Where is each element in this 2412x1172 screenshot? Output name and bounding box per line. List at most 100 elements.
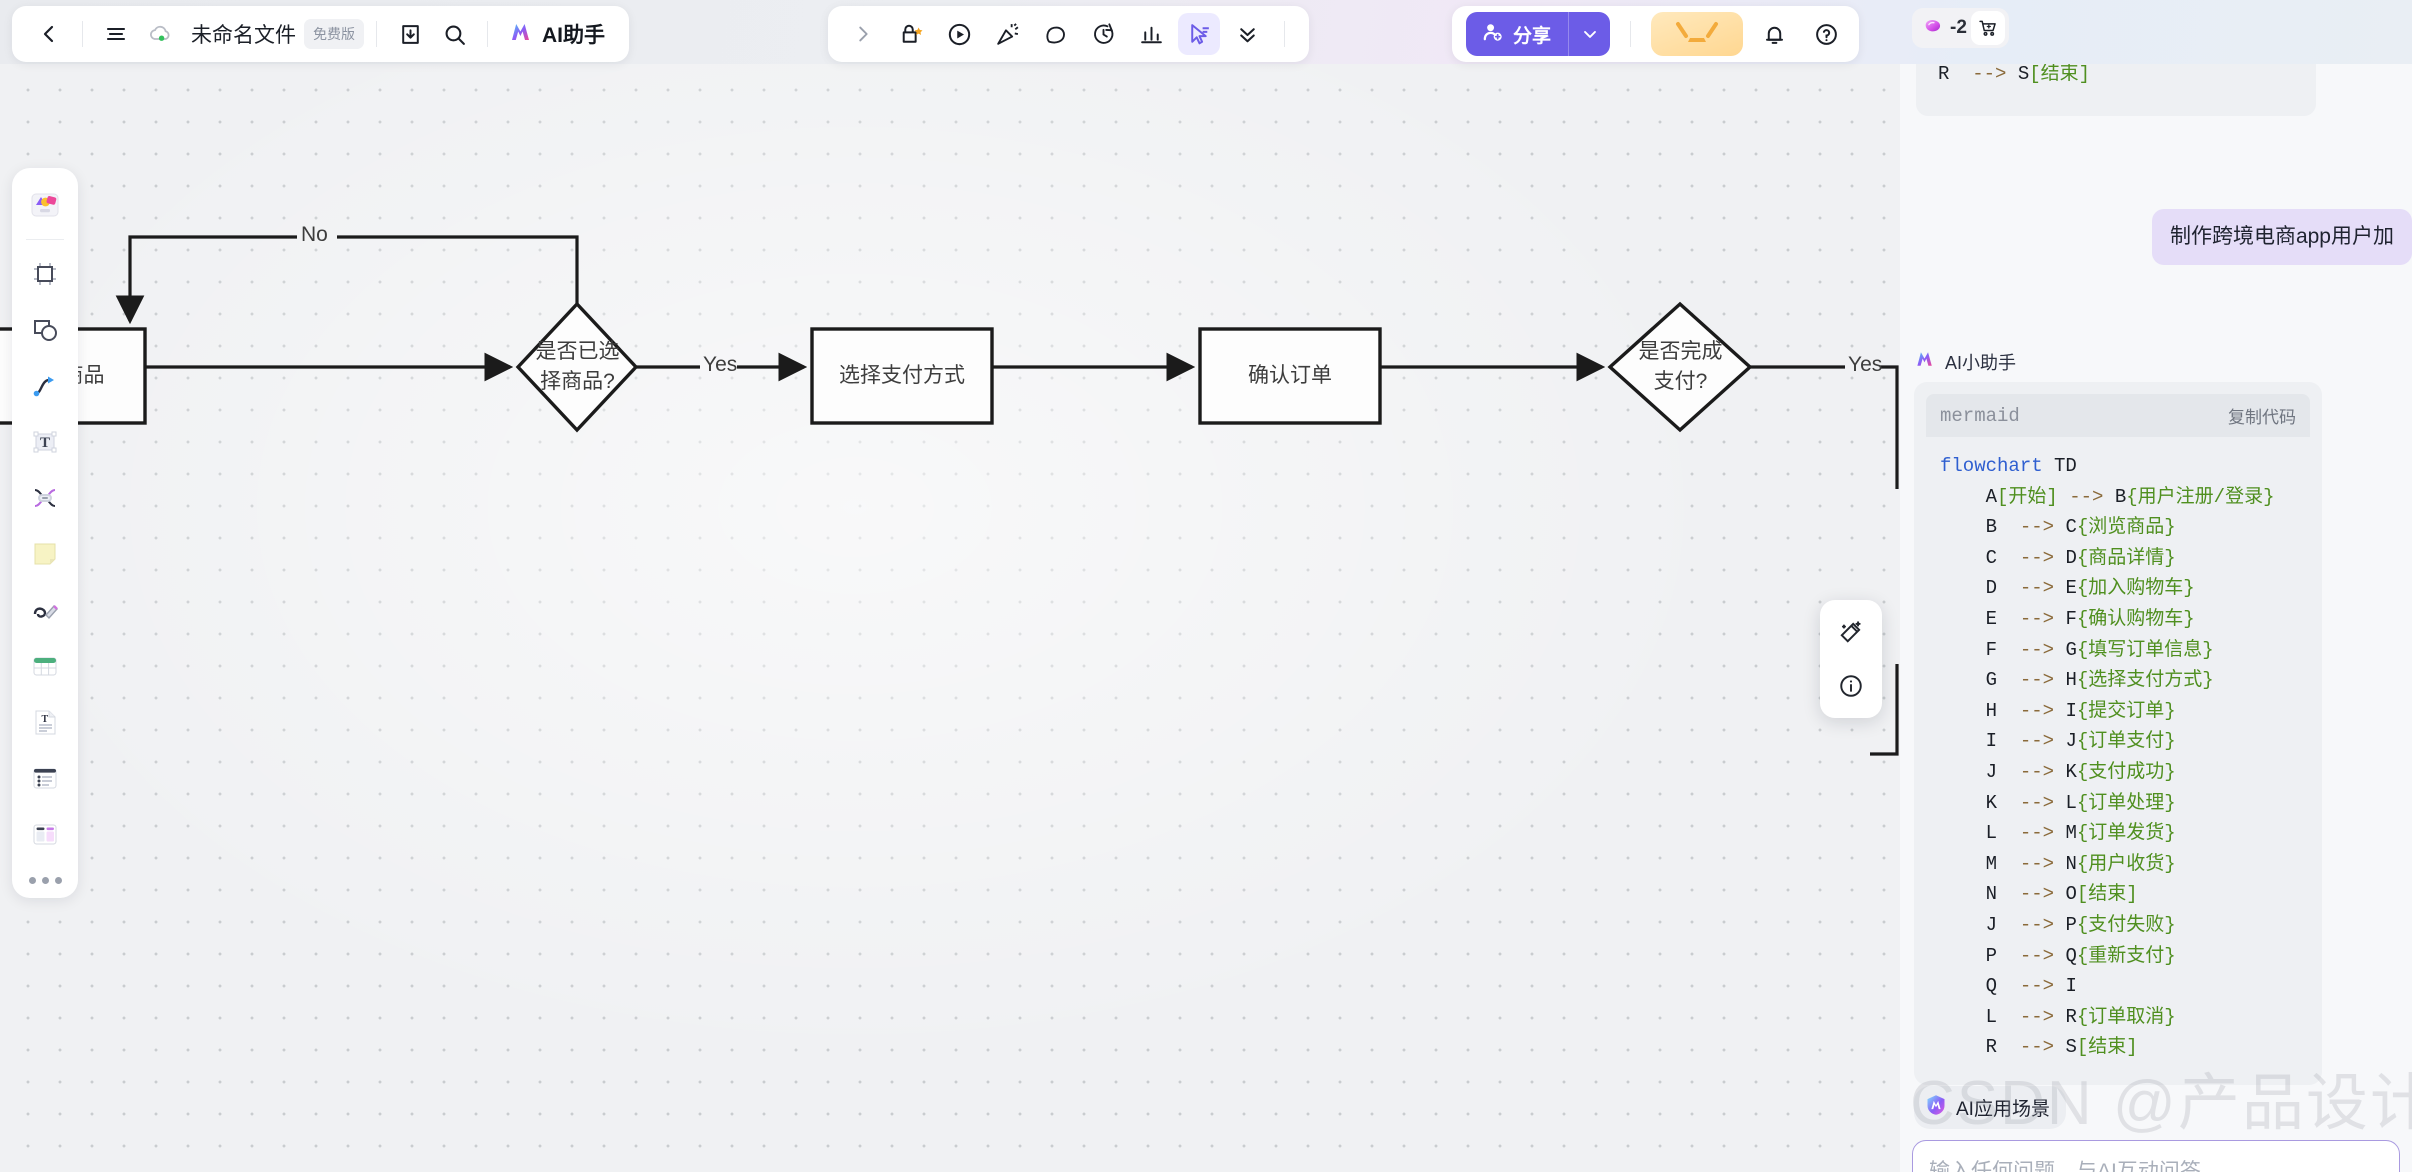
comment-icon[interactable] [1034, 13, 1076, 55]
svg-text:T: T [42, 714, 49, 725]
play-circle-icon[interactable] [938, 13, 980, 55]
code-line: H --> I{提交订单} [1985, 699, 2176, 722]
svg-text:T: T [40, 435, 50, 451]
ai-assistant-label: AI助手 [542, 24, 605, 47]
frame-icon[interactable] [20, 249, 70, 299]
ai-scene-chip[interactable]: AI应用场景 [1914, 1086, 2066, 1129]
code-line: E --> F{确认购物车} [1985, 607, 2195, 630]
code-language-label: mermaid [1940, 404, 2020, 427]
code-line: A[开始] --> B{用户注册/登录} [1985, 485, 2275, 508]
text-icon[interactable]: T [20, 417, 70, 467]
vote-chart-icon[interactable] [1130, 13, 1172, 55]
document-title[interactable]: 未命名文件 [191, 24, 296, 47]
user-add-icon [1481, 20, 1504, 48]
pen-icon[interactable] [20, 585, 70, 635]
chat-input-placeholder[interactable]: 输入任何问题，与AI互动问答 [1929, 1160, 2201, 1172]
ai-logo-icon [508, 19, 534, 50]
code-line: R --> S[结束] [1985, 1036, 2138, 1059]
chat-composer[interactable]: 输入任何问题，与AI互动问答 [1912, 1140, 2400, 1172]
hamburger-menu-icon[interactable] [95, 13, 137, 55]
canvas-vignette [0, 64, 1900, 1172]
share-label: 分享 [1513, 25, 1552, 47]
code-line: M --> N{用户收货} [1985, 852, 2176, 875]
confetti-icon[interactable] [986, 13, 1028, 55]
code-line: P --> Q{重新支付} [1985, 944, 2176, 967]
code-keyword: flowchart [1940, 455, 2043, 477]
code-line: B --> C{浏览商品} [1985, 516, 2176, 539]
ai-assistant-header: AI小助手 [1914, 348, 2016, 375]
canvas-mini-toolbar[interactable] [1820, 600, 1882, 718]
whiteboard-canvas[interactable] [0, 64, 1900, 1172]
ai-assistant-name: AI小助手 [1945, 352, 2017, 373]
code-line: Q --> I [1985, 975, 2077, 998]
left-tool-rail[interactable]: T [12, 168, 78, 898]
sticky-note-icon[interactable] [20, 529, 70, 579]
chevron-down-icon[interactable] [1568, 12, 1610, 56]
header-right-bar: 分享 [1452, 6, 1860, 62]
avatar[interactable] [1651, 12, 1744, 56]
ai-scene-icon [1924, 1093, 1948, 1122]
ai-logo-icon [1914, 348, 1936, 375]
code-line: L --> R{订单取消} [1985, 1005, 2176, 1028]
document-icon[interactable]: T [20, 697, 70, 747]
lock-star-icon[interactable] [890, 13, 932, 55]
download-icon[interactable] [389, 13, 431, 55]
cursor-pointer-icon[interactable] [1178, 13, 1220, 55]
ai-assistant-button[interactable]: AI助手 [500, 15, 613, 54]
code-line: L --> M{订单发货} [1985, 822, 2176, 845]
code-direction: TD [2054, 455, 2077, 477]
shapes-icon[interactable] [20, 305, 70, 355]
share-button-main[interactable]: 分享 [1466, 12, 1568, 56]
code-line: I --> J{订单支付} [1985, 730, 2176, 753]
code-line: J --> P{支付失败} [1985, 913, 2176, 936]
more-dots-icon[interactable] [28, 865, 62, 888]
code-block-body: flowchart TD A[开始] --> B{用户注册/登录} B --> … [1926, 437, 2310, 1073]
kanban-icon[interactable] [20, 809, 70, 859]
ai-chat-panel: Q --> I L --> R{订单取消} R --> S[结束] 制作跨境电商… [1900, 64, 2412, 1172]
cloud-sync-icon [139, 13, 181, 55]
header-divider-1 [82, 21, 83, 47]
rail-divider [26, 239, 64, 240]
code-line: F --> G{填写订单信息} [1985, 638, 2214, 661]
ai-scene-label: AI应用场景 [1956, 1099, 2050, 1120]
table-icon[interactable] [20, 641, 70, 691]
previous-code-card: Q --> I L --> R{订单取消} R --> S[结束] [1916, 64, 2316, 116]
header-center-divider [1284, 21, 1285, 47]
copy-code-button[interactable]: 复制代码 [2228, 408, 2296, 427]
plan-badge: 免费版 [304, 19, 364, 49]
search-icon[interactable] [433, 13, 475, 55]
timer-icon[interactable] [1082, 13, 1124, 55]
list-icon[interactable] [20, 753, 70, 803]
user-message-bubble: 制作跨境电商app用户加 [2151, 209, 2412, 266]
code-line: N --> O[结束] [1985, 883, 2138, 906]
code-line: R --> S[结束] [1938, 64, 2091, 86]
info-circle-icon[interactable] [1829, 664, 1873, 708]
previous-code-body: Q --> I L --> R{订单取消} R --> S[结束] [1916, 64, 2316, 100]
mindmap-icon[interactable] [20, 473, 70, 523]
header-right-divider [1630, 21, 1632, 47]
code-line: K --> L{订单处理} [1985, 791, 2176, 814]
templates-icon[interactable] [20, 180, 70, 230]
header-divider-3 [487, 21, 488, 47]
code-line: J --> K{支付成功} [1985, 760, 2176, 783]
chevron-left-icon[interactable] [28, 13, 70, 55]
share-button[interactable]: 分享 [1466, 12, 1611, 56]
header-center-toolbar [828, 6, 1309, 62]
header-divider-2 [376, 21, 377, 47]
credits-pill[interactable]: -2 [1912, 8, 2009, 48]
cart-add-icon[interactable] [1970, 11, 2005, 45]
help-circle-icon[interactable] [1805, 13, 1847, 55]
bell-icon[interactable] [1753, 13, 1795, 55]
gem-icon [1922, 15, 1944, 42]
code-line: D --> E{加入购物车} [1985, 577, 2195, 600]
connector-icon[interactable] [20, 361, 70, 411]
code-line: C --> D{商品详情} [1985, 546, 2176, 569]
header-left-bar: 未命名文件 免费版 AI助手 [12, 6, 629, 62]
ai-chat-scroll[interactable]: Q --> I L --> R{订单取消} R --> S[结束] 制作跨境电商… [1900, 64, 2412, 1172]
chevron-right-icon[interactable] [842, 13, 884, 55]
credits-value: -2 [1950, 17, 1967, 38]
chevrons-down-icon[interactable] [1226, 13, 1268, 55]
ai-message-card: mermaid 复制代码 flowchart TD A[开始] --> B{用户… [1914, 382, 2322, 1085]
magic-wand-icon[interactable] [1829, 610, 1873, 654]
